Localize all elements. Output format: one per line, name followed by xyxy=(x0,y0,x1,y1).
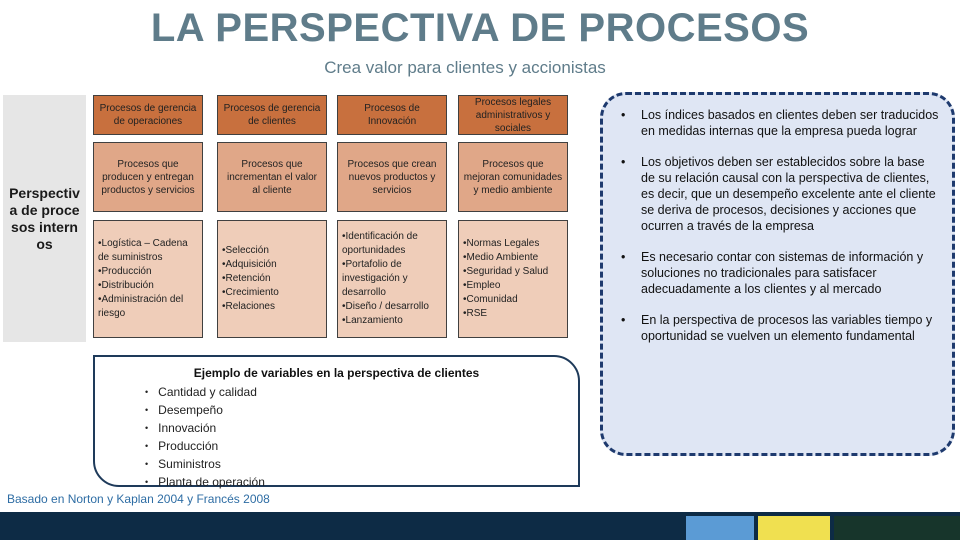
description-box-innovacion: Procesos que crean nuevos productos y se… xyxy=(337,142,447,212)
list-item: Normas Legales xyxy=(463,237,548,251)
list-item: Empleo xyxy=(463,279,548,293)
items-box-innovacion: Identificación de oportunidades Portafol… xyxy=(337,220,447,338)
items-list-operaciones: Logística – Cadena de suministros Produc… xyxy=(98,237,198,321)
source-credit: Basado en Norton y Kaplan 2004 y Francés… xyxy=(7,492,270,506)
list-item: RSE xyxy=(463,307,548,321)
description-box-operaciones: Procesos que producen y entregan product… xyxy=(93,142,203,212)
footer-block-green xyxy=(834,516,960,540)
list-item: Adquisición xyxy=(222,258,279,272)
description-box-legales: Procesos que mejoran comunidades y medio… xyxy=(458,142,568,212)
example-title: Ejemplo de variables en la perspectiva d… xyxy=(193,366,480,380)
list-item: Medio Ambiente xyxy=(463,251,548,265)
slide-title: LA PERSPECTIVA DE PROCESOS xyxy=(150,6,810,50)
list-item: Producción xyxy=(145,438,265,456)
example-list: Cantidad y calidad Desempeño Innovación … xyxy=(145,384,265,492)
list-item: Innovación xyxy=(145,420,265,438)
note-item: En la perspectiva de procesos las variab… xyxy=(617,312,941,344)
footer-block-yellow xyxy=(758,516,830,540)
list-item: Cantidad y calidad xyxy=(145,384,265,402)
list-item: Distribución xyxy=(98,279,198,293)
list-item: Lanzamiento xyxy=(342,314,442,328)
list-item: Seguridad y Salud xyxy=(463,265,549,279)
notes-box: Los índices basados en clientes deben se… xyxy=(600,92,955,456)
items-list-legales: Normas Legales Medio Ambiente Seguridad … xyxy=(463,237,549,321)
items-box-operaciones: Logística – Cadena de suministros Produc… xyxy=(93,220,203,338)
list-item: Logística – Cadena de suministros xyxy=(98,237,198,265)
note-item: Es necesario contar con sistemas de info… xyxy=(617,249,941,297)
list-item: Comunidad xyxy=(463,293,548,307)
header-box-operaciones: Procesos de gerencia de operaciones xyxy=(93,95,203,135)
side-label: Perspectiva de procesos internos xyxy=(9,184,80,252)
footer-block-blue xyxy=(686,516,754,540)
list-item: Suministros xyxy=(145,456,265,474)
list-item: Desempeño xyxy=(145,402,265,420)
description-box-clientes: Procesos que incrementan el valor al cli… xyxy=(217,142,327,212)
list-item: Producción xyxy=(98,265,198,279)
example-box: Ejemplo de variables en la perspectiva d… xyxy=(93,355,580,489)
list-item: Planta de operación xyxy=(145,474,265,492)
side-panel: Perspectiva de procesos internos xyxy=(3,95,86,342)
header-box-clientes: Procesos de gerencia de clientes xyxy=(217,95,327,135)
list-item: Retención xyxy=(222,272,279,286)
items-list-innovacion: Identificación de oportunidades Portafol… xyxy=(342,230,442,328)
note-item: Los índices basados en clientes deben se… xyxy=(617,107,941,139)
items-list-clientes: Selección Adquisición Retención Crecimie… xyxy=(222,244,279,314)
notes-list: Los índices basados en clientes deben se… xyxy=(617,107,941,359)
list-item: Identificación de oportunidades xyxy=(342,230,442,258)
note-item: Los objetivos deben ser establecidos sob… xyxy=(617,154,941,234)
slide-subtitle: Crea valor para clientes y accionistas xyxy=(324,58,606,77)
list-item: Crecimiento xyxy=(222,286,279,300)
list-item: Selección xyxy=(222,244,279,258)
header-box-legales: Procesos legales administrativos y socia… xyxy=(458,95,568,135)
items-box-clientes: Selección Adquisición Retención Crecimie… xyxy=(217,220,327,338)
header-box-innovacion: Procesos de Innovación xyxy=(337,95,447,135)
list-item: Administración del riesgo xyxy=(98,293,198,321)
list-item: Portafolio de investigación y desarrollo xyxy=(342,258,442,300)
list-item: Diseño / desarrollo xyxy=(342,300,442,314)
items-box-legales: Normas Legales Medio Ambiente Seguridad … xyxy=(458,220,568,338)
list-item: Relaciones xyxy=(222,300,279,314)
